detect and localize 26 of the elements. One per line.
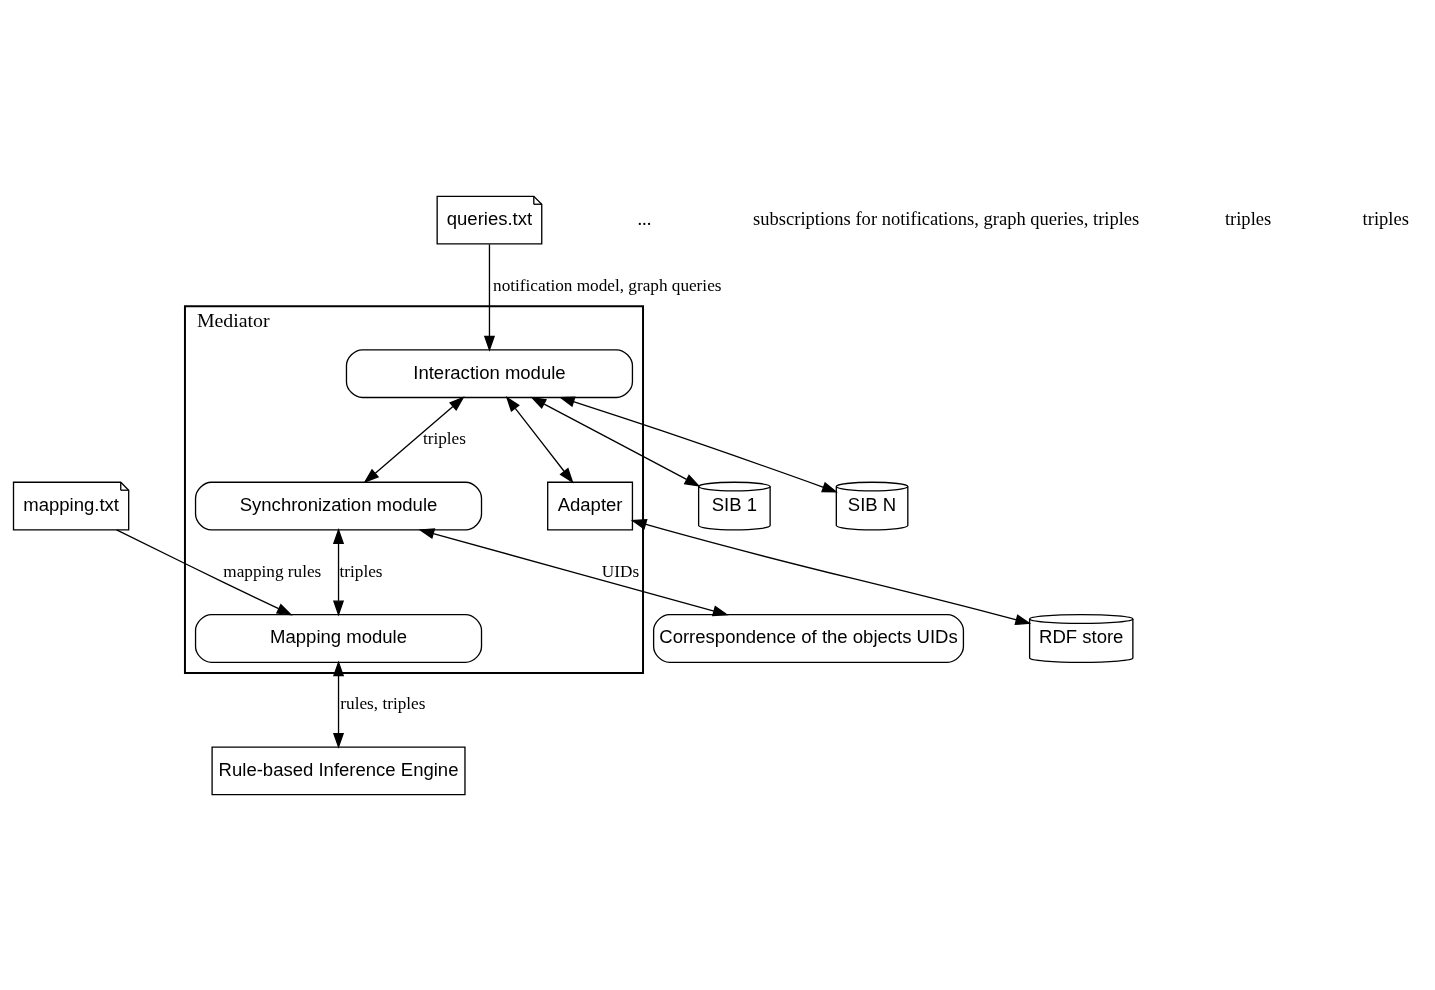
edge-label: UIDs	[601, 561, 640, 581]
label: triples	[1224, 207, 1272, 229]
node-box: Mapping module	[194, 613, 483, 663]
label: triples	[1362, 207, 1409, 229]
label: subscriptions for notifications, graph queries, triples	[753, 207, 1140, 229]
arrow	[363, 395, 465, 483]
arrow	[418, 527, 729, 616]
arrow	[530, 396, 701, 487]
edge-label: triples	[339, 561, 383, 581]
edge-label: mapping rules	[223, 561, 322, 581]
node-box: Correspondence of the objects UIDs	[652, 613, 965, 663]
edge-label: triples	[422, 428, 466, 448]
node-box: Interaction module	[345, 348, 634, 398]
node-box: Synchronization module	[194, 481, 483, 531]
node-box: Adapter	[547, 481, 634, 531]
arrow	[505, 395, 574, 484]
arrow	[332, 527, 345, 616]
label: ...	[637, 207, 652, 229]
arrow	[630, 518, 1032, 625]
edge-label: notification model, graph queries	[493, 275, 722, 295]
node-box: Rule-based Inference Engine	[211, 745, 466, 795]
arrow	[115, 528, 293, 615]
arrow	[332, 659, 345, 749]
arrow	[483, 243, 495, 352]
arrow	[558, 396, 838, 492]
edge-label: rules, triples	[340, 693, 426, 713]
